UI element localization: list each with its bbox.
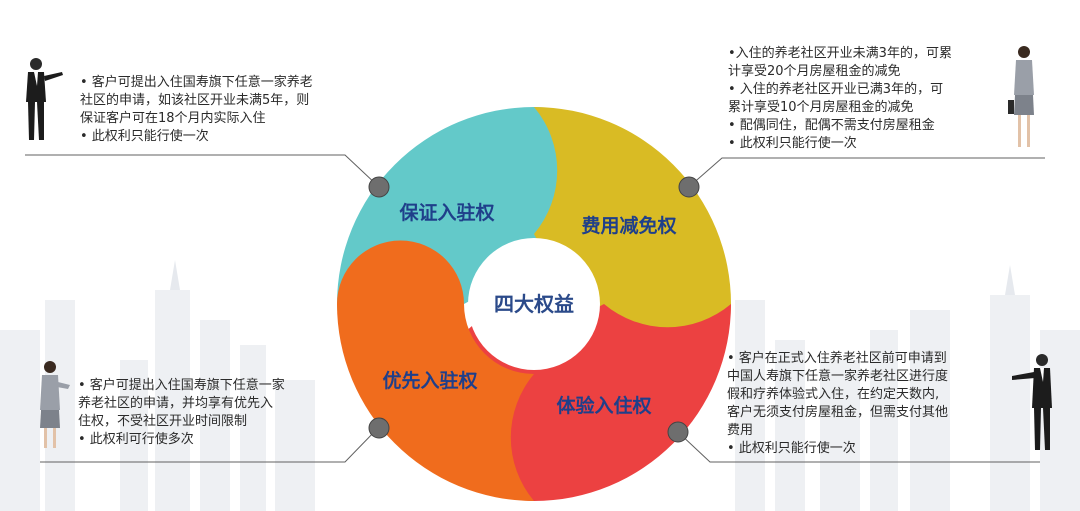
center-circle xyxy=(468,238,600,370)
note-line: 计享受20个月房屋租金的减免 xyxy=(728,64,901,79)
businesswoman-figure-left xyxy=(40,361,70,448)
note-line: • 此权利只能行使一次 xyxy=(80,129,209,144)
note-line: 假和疗养体验式入住，在约定天数内, xyxy=(727,387,940,402)
note-line: 社区的申请，如该社区开业未满5年，则 xyxy=(80,93,310,108)
sector-label-priority-entry: 优先入驻权 xyxy=(382,369,477,392)
note-line: • 入住的养老社区开业已满3年的，可 xyxy=(728,82,944,97)
note-line: • 此权利只能行使一次 xyxy=(728,136,857,151)
connector-bottom-right xyxy=(677,431,1040,463)
note-fee-reduction: •入住的养老社区开业未满3年的，可累 计享受20个月房屋租金的减免 • 入住的养… xyxy=(728,45,952,153)
sector-label-trial-stay: 体验入住权 xyxy=(556,394,651,417)
sector-label-fee-reduction: 费用减免权 xyxy=(581,214,676,237)
connector-top-left xyxy=(25,154,379,187)
connector-dot-top-left xyxy=(368,176,390,198)
note-priority-entry: • 客户可提出入住国寿旗下任意一家 养老社区的申请，并均享有优先入 住权，不受社… xyxy=(78,377,285,449)
note-line: • 配偶同住，配偶不需支付房屋租金 xyxy=(728,118,935,133)
note-line: 客户无须支付房屋租金，但需支付其他 xyxy=(727,405,949,420)
note-line: • 此权利可行使多次 xyxy=(78,432,194,447)
connector-lines xyxy=(25,154,1045,463)
connector-bottom-left xyxy=(40,427,379,463)
connector-dot-bottom-left xyxy=(368,417,390,439)
connector-dot-bottom-right xyxy=(667,421,689,443)
note-line: 中国人寿旗下任意一家养老社区进行度 xyxy=(727,369,949,384)
note-line: 费用 xyxy=(727,423,754,438)
note-line: 养老社区的申请，并均享有优先入 xyxy=(78,396,274,411)
businessman-figure-left xyxy=(26,58,63,140)
sector-label-guaranteed-entry: 保证入驻权 xyxy=(398,201,494,224)
connector-dot-top-right xyxy=(678,176,700,198)
note-line: 住权，不受社区开业时间限制 xyxy=(78,414,248,429)
note-line: 保证客户可在18个月内实际入住 xyxy=(80,111,266,126)
note-line: •入住的养老社区开业未满3年的，可累 xyxy=(728,46,952,61)
sector-priority-entry xyxy=(337,240,534,501)
businesswoman-figure-right xyxy=(1008,46,1034,147)
businessman-figure-right xyxy=(1012,354,1052,450)
note-line: • 客户在正式入住养老社区前可申请到 xyxy=(727,351,947,366)
center-label: 四大权益 xyxy=(494,292,574,316)
note-guaranteed-entry: • 客户可提出入住国寿旗下任意一家养老 社区的申请，如该社区开业未满5年，则 保… xyxy=(80,74,313,146)
note-line: • 此权利只能行使一次 xyxy=(727,441,856,456)
note-line: • 客户可提出入住国寿旗下任意一家 xyxy=(78,378,285,393)
note-trial-stay: • 客户在正式入住养老社区前可申请到 中国人寿旗下任意一家养老社区进行度 假和疗… xyxy=(727,350,948,458)
connector-top-right xyxy=(689,157,1045,187)
note-line: • 客户可提出入住国寿旗下任意一家养老 xyxy=(80,75,313,90)
note-line: 累计享受10个月房屋租金的减免 xyxy=(728,100,914,115)
